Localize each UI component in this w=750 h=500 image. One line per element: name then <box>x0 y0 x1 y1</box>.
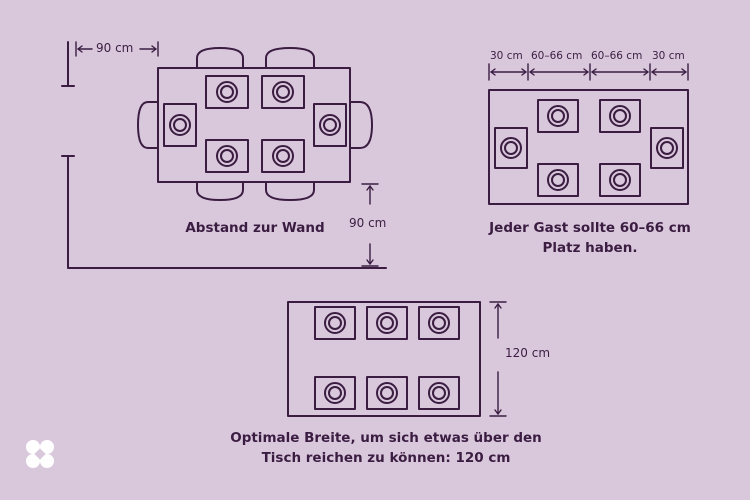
chair-icon <box>349 101 373 149</box>
place-setting-icon <box>599 163 641 197</box>
place-setting-icon <box>205 139 249 173</box>
table-width-caption-line2: Tisch reichen zu können: 120 cm <box>261 450 511 466</box>
place-setting-icon <box>418 306 460 340</box>
wall-distance-panel <box>61 41 387 269</box>
guest-spacing-panel <box>488 63 689 205</box>
wall-distance-caption: Abstand zur Wand <box>185 220 325 236</box>
table-width-panel <box>287 301 507 417</box>
place-setting-icon <box>205 75 249 109</box>
place-setting-icon <box>313 103 347 147</box>
place-setting-icon <box>599 99 641 133</box>
guest-spacing-caption-line2: Platz haben. <box>542 240 638 256</box>
chair-icon <box>265 181 315 201</box>
table-width-dimension-label: 120 cm <box>505 346 551 360</box>
place-setting-icon <box>366 376 408 410</box>
guest-spacing-caption-line1: Jeder Gast sollte 60–66 cm <box>489 220 691 236</box>
place-setting-icon <box>314 376 356 410</box>
place-setting-icon <box>163 103 197 147</box>
place-setting-icon <box>494 127 528 169</box>
chair-icon <box>196 47 244 69</box>
place-setting-icon <box>366 306 408 340</box>
wall-top-dimension-label: 90 cm <box>96 41 134 55</box>
place-setting-icon <box>650 127 684 169</box>
spacing-dimension-label: 30 cm <box>490 50 523 62</box>
chair-icon <box>196 181 244 201</box>
wall-corner-line <box>67 155 387 269</box>
place-setting-icon <box>418 376 460 410</box>
place-setting-icon <box>261 139 305 173</box>
wall-side-dimension-label: 90 cm <box>349 216 387 230</box>
place-setting-icon <box>314 306 356 340</box>
spacing-dimension-label: 60–66 cm <box>531 50 583 62</box>
place-setting-icon <box>537 163 579 197</box>
spacing-dimension-label: 60–66 cm <box>591 50 643 62</box>
chair-icon <box>265 47 315 69</box>
table-width-caption-line1: Optimale Breite, um sich etwas über den <box>230 430 542 446</box>
place-setting-icon <box>537 99 579 133</box>
chair-icon <box>137 101 159 149</box>
place-setting-icon <box>261 75 305 109</box>
spacing-dimension-label: 30 cm <box>652 50 685 62</box>
flower-logo-icon <box>26 440 54 468</box>
